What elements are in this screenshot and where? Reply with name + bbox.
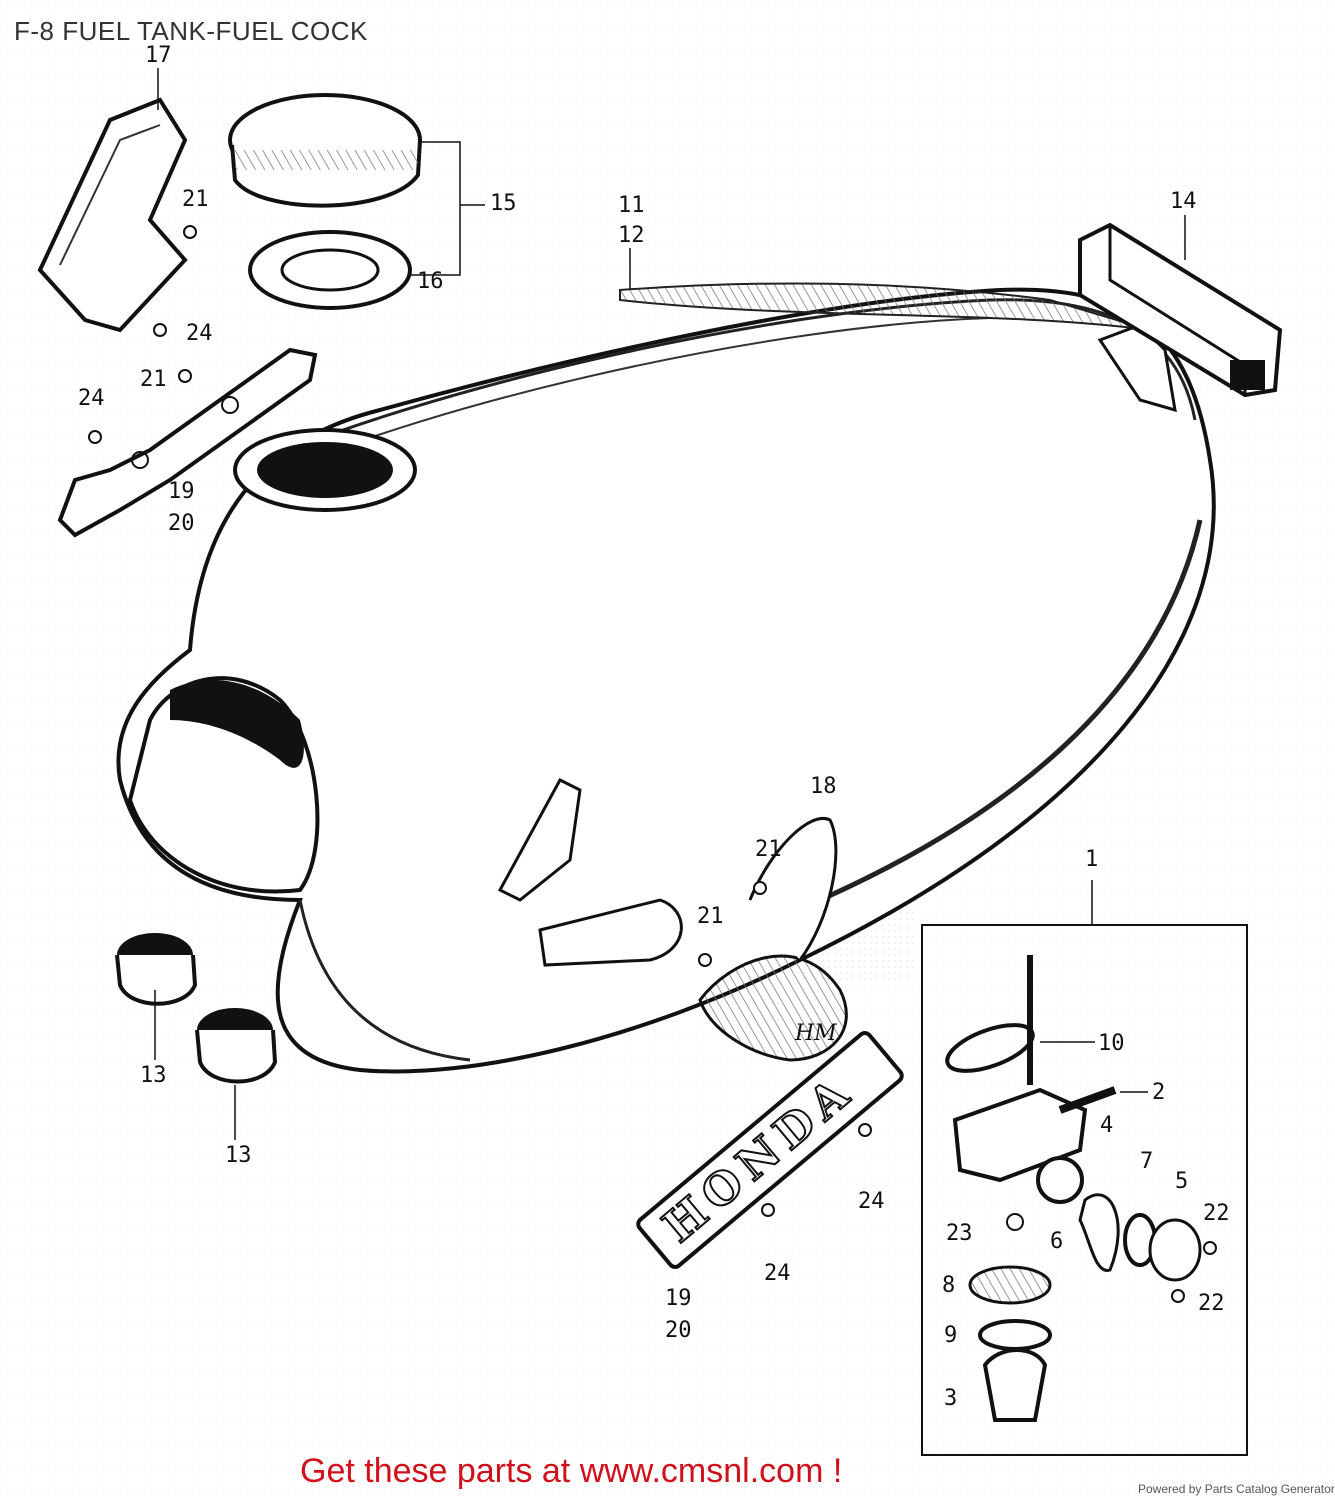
tank-rubber-13a[interactable] [115,933,198,1006]
part-labels: 17 21 15 16 11 12 14 21 24 24 19 20 18 2… [78,43,1230,1411]
label-8: 8 [942,1273,955,1298]
label-10: 10 [1098,1031,1125,1056]
label-11: 11 [618,193,645,218]
label-14: 14 [1170,189,1197,214]
label-9: 9 [944,1323,957,1348]
tank-rubber-13b[interactable] [195,1008,278,1084]
label-16: 16 [417,269,444,294]
label-19: 19 [168,479,195,504]
label-24: 24 [858,1189,885,1214]
label-20: 20 [168,511,195,536]
label-24: 24 [78,386,105,411]
label-17: 17 [145,43,172,68]
page-title: F-8 FUEL TANK-FUEL COCK [14,16,368,46]
label-6: 6 [1050,1229,1063,1254]
label-13: 13 [140,1063,167,1088]
label-19: 19 [665,1286,692,1311]
label-7: 7 [1140,1149,1153,1174]
label-24: 24 [764,1261,791,1286]
label-1: 1 [1085,847,1098,872]
label-22: 22 [1198,1291,1225,1316]
label-13: 13 [225,1143,252,1168]
label-20: 20 [665,1318,692,1343]
label-12: 12 [618,223,645,248]
label-5: 5 [1175,1169,1188,1194]
label-22: 22 [1203,1201,1230,1226]
fuel-cock-assembly[interactable] [921,924,1248,1456]
label-24: 24 [186,321,213,346]
cap-gasket-16[interactable] [248,230,412,310]
grip-wing-text: HM [794,1021,837,1046]
label-23: 23 [946,1221,973,1246]
rubber-cushion-14[interactable] [1078,222,1283,398]
label-18: 18 [810,774,837,799]
fuel-tank[interactable] [116,282,1216,1074]
fuel-cap-15[interactable] [228,93,422,208]
tank-bracket-17[interactable] [37,97,188,333]
cta-link[interactable]: Get these parts at www.cmsnl.com ! [300,1452,843,1490]
label-21: 21 [697,904,724,929]
label-21: 21 [182,187,209,212]
label-15: 15 [490,191,517,216]
label-21: 21 [755,837,782,862]
label-3: 3 [944,1386,957,1411]
label-21: 21 [140,367,167,392]
screws [88,225,1217,1303]
label-4: 4 [1100,1113,1113,1138]
label-2: 2 [1152,1080,1165,1105]
leader-lines [154,68,1186,1140]
emblem-plate[interactable] [497,778,683,967]
knee-grip-18[interactable]: HM [698,817,848,1062]
powered-by-text: Powered by Parts Catalog Generator [1138,1482,1335,1496]
side-plate-19-20[interactable] [57,347,318,538]
